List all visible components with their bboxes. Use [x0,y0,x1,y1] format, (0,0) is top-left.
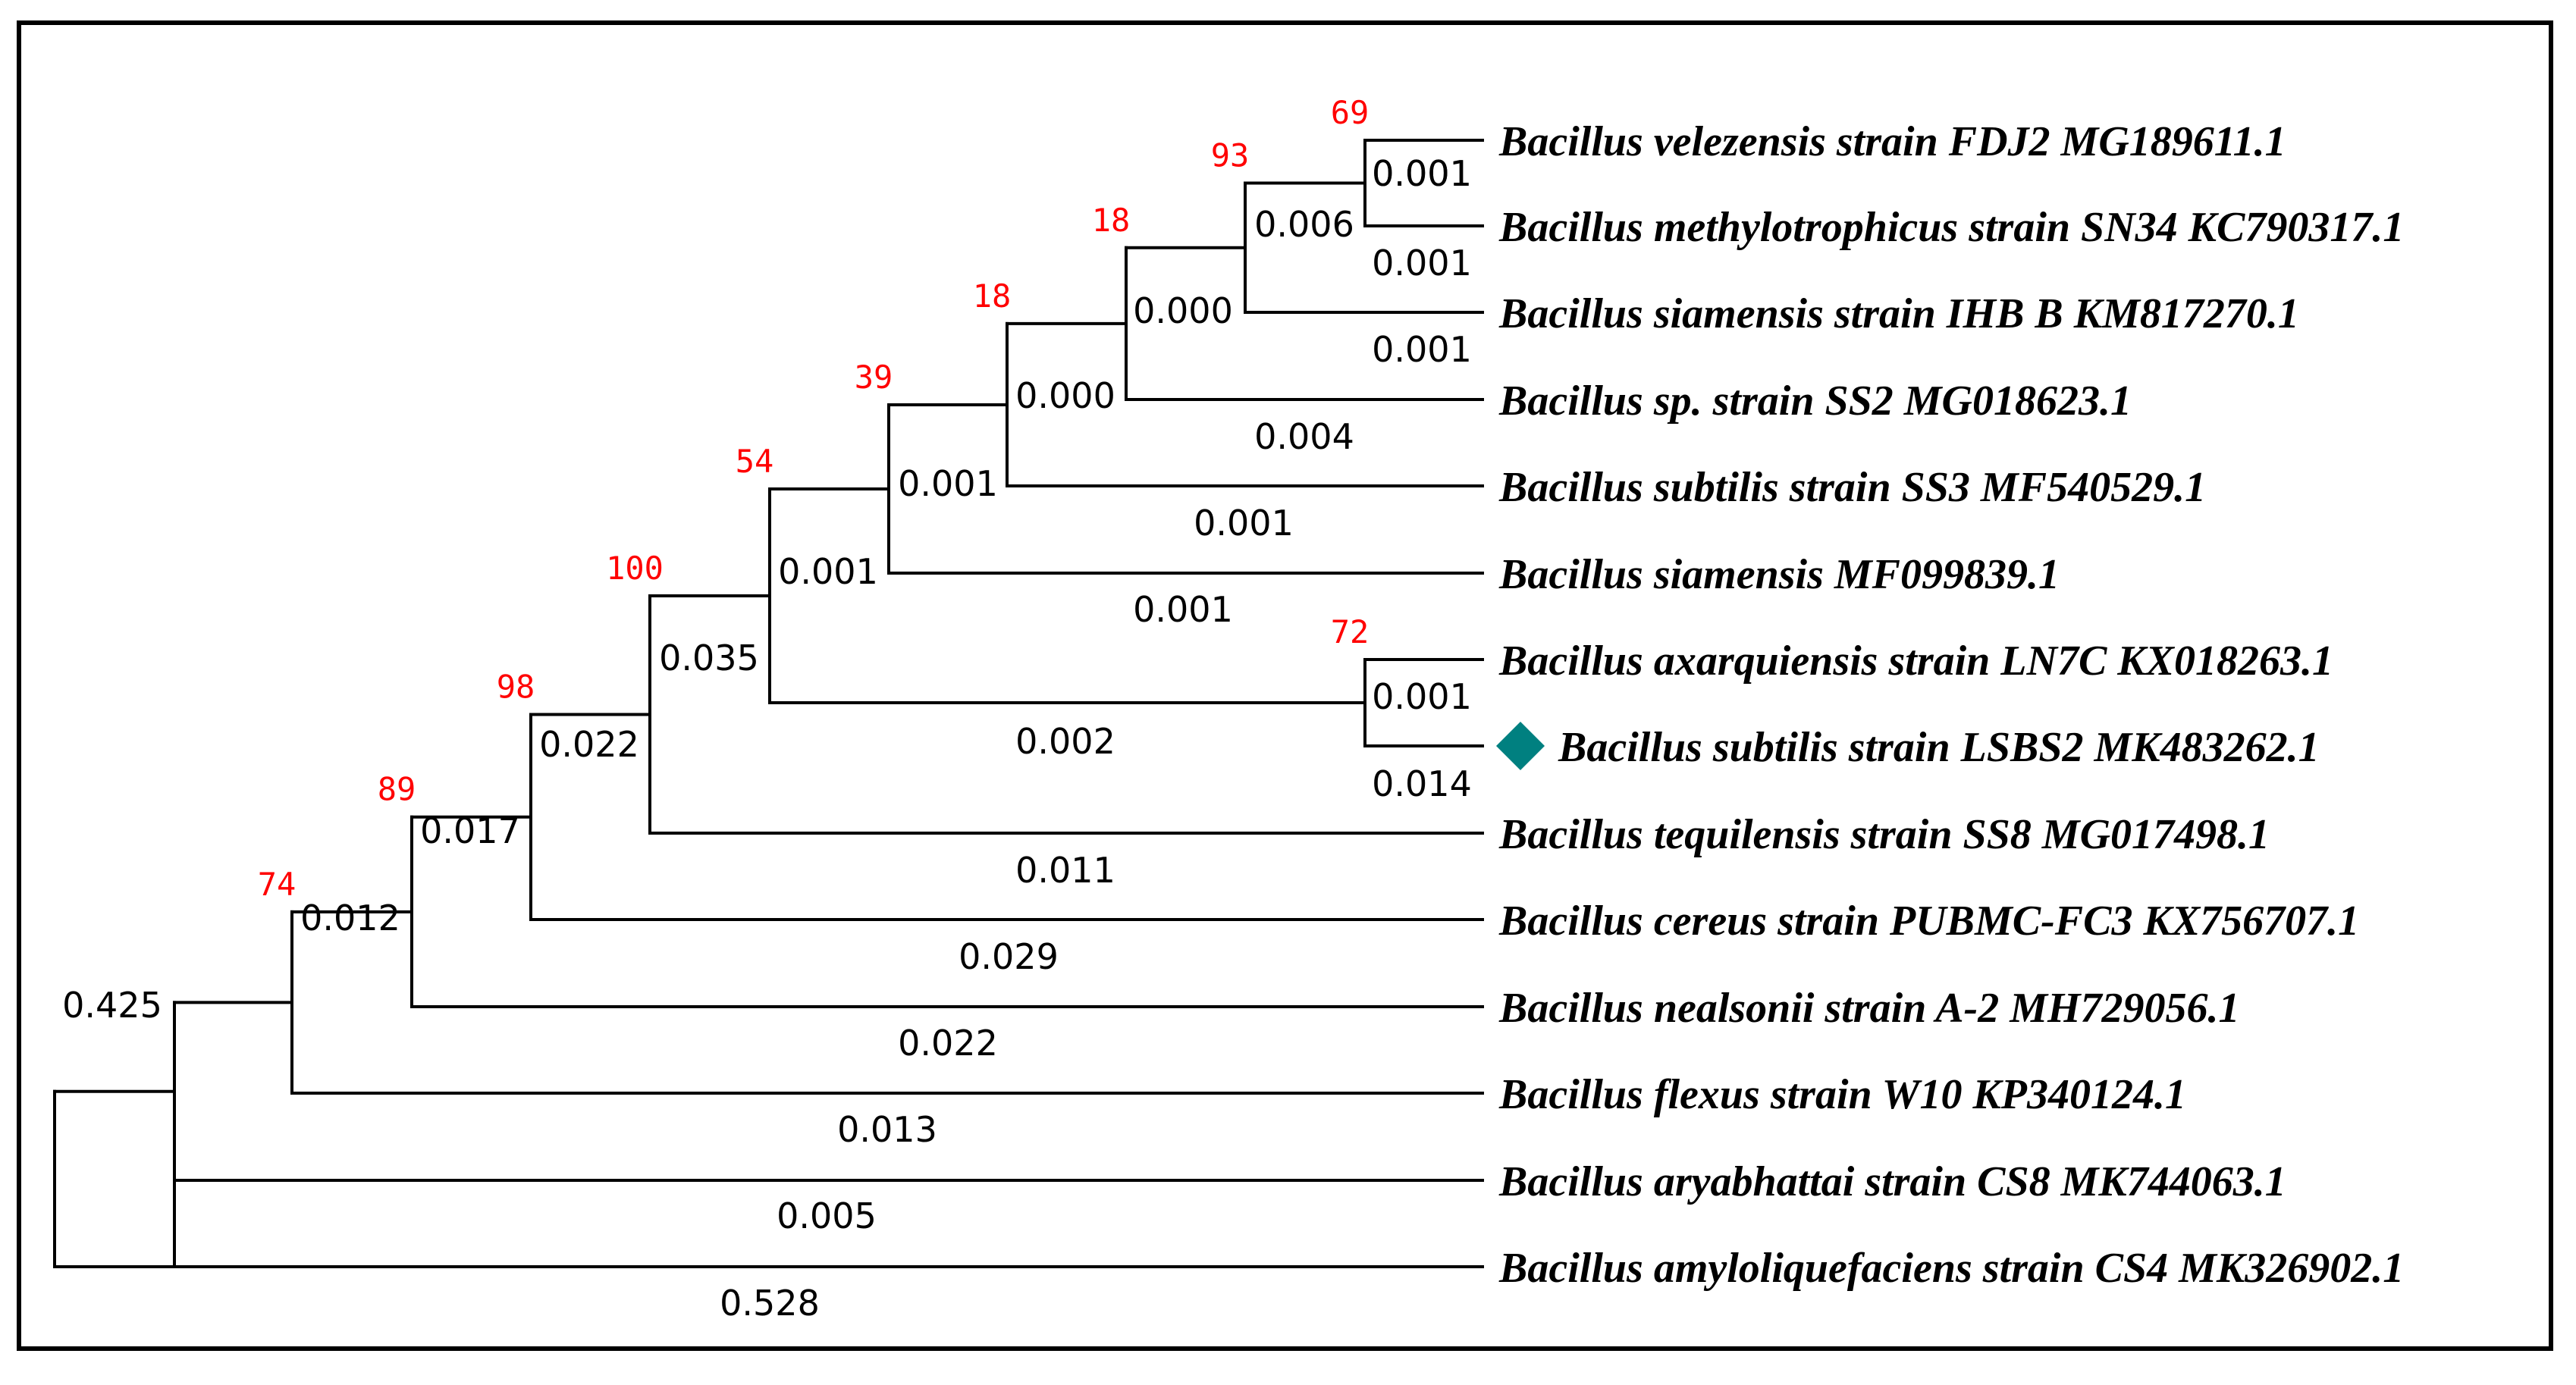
taxon-label: Bacillus siamensis strain IHB B KM817270… [1498,290,2299,337]
bootstrap-value: 18 [1092,202,1131,239]
branch-length-value: 0.425 [62,985,162,1026]
bootstrap-value: 74 [258,866,297,903]
branch-length-value: 0.001 [778,551,878,592]
figure-frame [17,20,2553,1351]
bootstrap-value: 89 [378,771,416,808]
bootstrap-value: 54 [736,443,774,480]
taxon-label: Bacillus subtilis strain SS3 MF540529.1 [1498,464,2206,511]
bootstrap-value: 69 [1331,94,1370,131]
taxon-label: Bacillus sp. strain SS2 MG018623.1 [1498,378,2132,425]
taxon-label: Bacillus flexus strain W10 KP340124.1 [1498,1071,2186,1118]
bootstrap-value: 98 [497,668,535,705]
taxon-label: Bacillus siamensis MF099839.1 [1498,551,2060,598]
branch-length-value: 0.035 [659,638,759,678]
branch-length-value: 0.005 [777,1195,877,1236]
taxon-label: Bacillus subtilis strain LSBS2 MK483262.… [1558,724,2320,771]
branch-length-value: 0.002 [1015,721,1115,762]
taxon-label: Bacillus aryabhattai strain CS8 MK744063… [1498,1158,2286,1205]
branch-length-value: 0.014 [1372,763,1472,804]
taxon-label: Bacillus nealsonii strain A-2 MH729056.1 [1498,985,2240,1032]
branch-length-value: 0.011 [1015,850,1115,891]
branch-length-value: 0.022 [539,724,639,765]
branch-length-value: 0.004 [1254,416,1354,457]
branch-length-value: 0.001 [1372,676,1472,717]
taxon-label: Bacillus velezensis strain FDJ2 MG189611… [1498,118,2286,165]
bootstrap-value: 100 [606,550,664,587]
branch-length-value: 0.000 [1015,375,1115,416]
branch-length-value: 0.001 [1372,329,1472,370]
diamond-icon [1496,722,1545,770]
branch-length-value: 0.006 [1254,204,1354,245]
branch-length-value: 0.001 [1133,589,1233,630]
branch-length-value: 0.000 [1133,290,1233,331]
branch-length-value: 0.022 [898,1023,998,1064]
branch-length-value: 0.017 [420,810,520,851]
branch-length-value: 0.001 [1372,153,1472,194]
taxon-label: Bacillus tequilensis strain SS8 MG017498… [1498,811,2270,858]
branch-length-value: 0.001 [1194,503,1294,544]
branch-length-value: 0.001 [1372,243,1472,284]
taxon-label: Bacillus axarquiensis strain LN7C KX0182… [1498,638,2333,685]
bootstrap-value: 39 [855,359,893,396]
branch-length-value: 0.013 [837,1109,937,1150]
bootstrap-value: 72 [1331,613,1370,650]
branch-length-value: 0.012 [300,898,400,938]
branch-length-value: 0.528 [720,1283,820,1324]
taxon-label: Bacillus methylotrophicus strain SN34 KC… [1498,204,2404,251]
taxon-label: Bacillus cereus strain PUBMC-FC3 KX75670… [1498,898,2359,945]
bootstrap-value: 18 [973,277,1012,315]
branch-length-value: 0.001 [1372,153,1472,194]
taxon-label: Bacillus amyloliquefaciens strain CS4 MK… [1498,1245,2404,1292]
branch-length-value: 0.029 [959,936,1059,977]
bootstrap-value: 93 [1211,137,1250,174]
branch-length-value: 0.001 [898,463,998,504]
